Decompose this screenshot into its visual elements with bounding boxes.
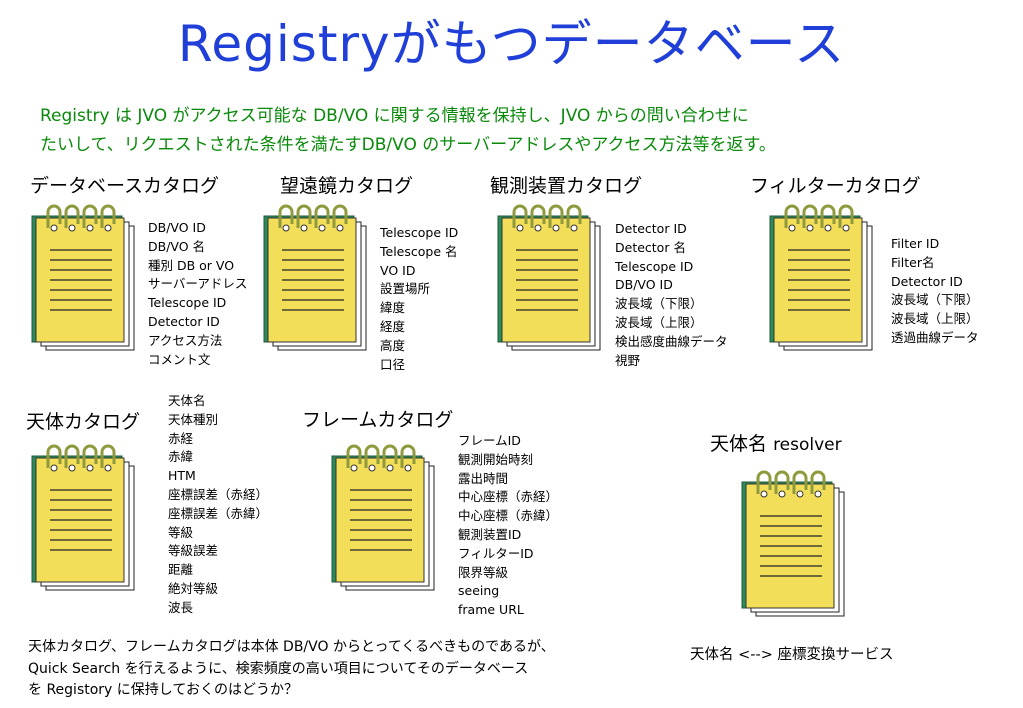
filter-catalog-title: フィルターカタログ — [750, 175, 921, 197]
bottom-note-line-2: Quick Search を行えるように、検索頻度の高い項目についてそのデータベ… — [28, 660, 529, 677]
field-item: アクセス方法 — [148, 332, 223, 348]
field-item: 天体種別 — [168, 411, 219, 427]
field-item: 赤経 — [168, 430, 194, 446]
instrument-catalog-fields: Detector ID Detector 名 Telescope ID DB/V… — [615, 220, 728, 370]
field-item: Telescope ID — [615, 258, 694, 274]
telescope-catalog-title: 望遠鏡カタログ — [280, 175, 414, 197]
field-item: 口径 — [380, 356, 406, 372]
field-item: Detector ID — [615, 221, 687, 236]
database-catalog-notebook-icon — [30, 204, 140, 356]
field-item: Detector ID — [891, 273, 963, 289]
field-item: 視野 — [615, 352, 641, 368]
resolver-title-jp: 天体名 — [710, 433, 768, 455]
frame-catalog-notebook-icon — [330, 444, 440, 596]
frame-catalog-title: フレームカタログ — [302, 409, 454, 431]
field-item: 中心座標（赤緯） — [458, 508, 559, 524]
telescope-catalog-fields: Telescope ID Telescope 名 VO ID 設置場所 緯度 経… — [380, 224, 458, 374]
field-item: 波長 — [168, 599, 194, 615]
field-item: 天体名 — [168, 393, 206, 408]
field-item: 距離 — [168, 562, 194, 578]
bottom-note: 天体カタログ、フレームカタログは本体 DB/VO からとってくるべきものであるが… — [28, 637, 668, 702]
resolver-notebook-icon — [740, 470, 850, 622]
field-item: 中心座標（赤経） — [458, 489, 559, 505]
telescope-catalog-notebook-icon — [262, 204, 372, 356]
field-item: 波長域（下限） — [615, 296, 703, 312]
slide-title: Registryがもつデータベース — [177, 15, 846, 73]
field-item: 露出時間 — [458, 470, 509, 486]
field-item: 種別 DB or VO — [148, 257, 235, 273]
field-item: Telescope ID — [148, 295, 227, 311]
bottom-note-line-3: を Registory に保持しておくのはどうか？ — [28, 682, 298, 698]
field-item: 赤緯 — [168, 449, 194, 465]
bottom-note-line-1: 天体カタログ、フレームカタログは本体 DB/VO からとってくるべきものであるが… — [28, 639, 555, 655]
field-item: DB/VO ID — [615, 277, 673, 293]
database-catalog-fields: DB/VO ID DB/VO 名 種別 DB or VO サーバーアドレス Te… — [148, 219, 247, 369]
field-item: コメント文 — [148, 351, 211, 367]
field-item: frame URL — [458, 602, 524, 618]
intro-line-2: たいして、リクエストされた条件を満たすDB/VO のサーバーアドレスやアクセス方… — [40, 135, 776, 155]
field-item: Detector ID — [148, 313, 220, 329]
field-item: 波長域（上限） — [615, 314, 703, 330]
field-item: 設置場所 — [380, 281, 431, 297]
field-item: 高度 — [380, 337, 406, 353]
field-item: 検出感度曲線データ — [615, 333, 728, 349]
field-item: 等級誤差 — [168, 543, 219, 559]
field-item: 観測装置ID — [458, 526, 522, 542]
object-catalog-notebook-icon — [30, 444, 140, 596]
field-item: 座標誤差（赤経） — [168, 486, 269, 502]
field-item: Telescope ID — [380, 225, 459, 240]
resolver-note: 天体名 <--> 座標変換サービス — [690, 647, 894, 663]
field-item: 透過曲線データ — [891, 329, 979, 345]
field-item: 等級 — [168, 524, 194, 540]
field-item: フレームID — [458, 433, 521, 448]
field-item: HTM — [168, 468, 196, 484]
field-item: 波長域（上限） — [891, 311, 979, 327]
field-item: Filter名 — [891, 254, 935, 270]
field-item: Detector 名 — [615, 239, 686, 255]
field-item: DB/VO ID — [148, 220, 206, 235]
field-item: フィルターID — [458, 545, 534, 561]
field-item: 観測開始時刻 — [458, 451, 534, 467]
instrument-catalog-title: 観測装置カタログ — [490, 175, 643, 197]
frame-catalog-fields: フレームID 観測開始時刻 露出時間 中心座標（赤経） 中心座標（赤緯） 観測装… — [458, 432, 558, 620]
field-item: Filter ID — [891, 236, 940, 251]
field-item: seeing — [458, 583, 500, 599]
field-item: Telescope 名 — [380, 243, 458, 259]
field-item: DB/VO 名 — [148, 238, 206, 254]
field-item: 経度 — [380, 318, 406, 334]
filter-catalog-fields: Filter ID Filter名 Detector ID 波長域（下限） 波長… — [891, 235, 979, 348]
field-item: 絶対等級 — [168, 580, 219, 596]
field-item: 限界等級 — [458, 564, 509, 580]
field-item: サーバーアドレス — [148, 276, 248, 292]
field-item: 波長域（下限） — [891, 292, 979, 308]
object-catalog-fields: 天体名 天体種別 赤経 赤緯 HTM 座標誤差（赤経） 座標誤差（赤緯） 等級 … — [168, 392, 268, 618]
field-item: 座標誤差（赤緯） — [168, 505, 269, 521]
field-item: 緯度 — [380, 300, 406, 316]
resolver-title: 天体名 resolver — [710, 432, 842, 457]
resolver-title-en: resolver — [773, 435, 842, 455]
object-catalog-title: 天体カタログ — [26, 411, 141, 433]
instrument-catalog-notebook-icon — [496, 204, 606, 356]
intro-text: Registry は JVO がアクセス可能な DB/VO に関する情報を保持し… — [40, 102, 1010, 160]
filter-catalog-notebook-icon — [768, 204, 878, 356]
intro-line-1: Registry は JVO がアクセス可能な DB/VO に関する情報を保持し… — [40, 106, 749, 126]
field-item: VO ID — [380, 262, 416, 278]
database-catalog-title: データベースカタログ — [30, 175, 220, 197]
